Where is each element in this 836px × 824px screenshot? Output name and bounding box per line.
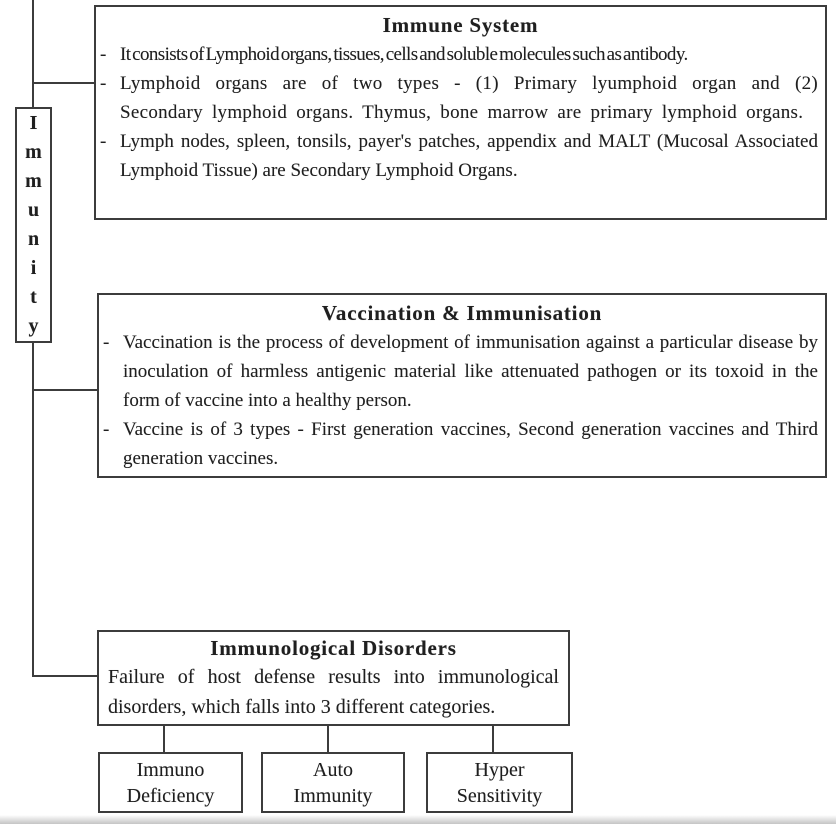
vaccination-title: Vaccination & Immunisation — [321, 301, 603, 325]
immunity-letter: m — [25, 170, 42, 192]
immunity-letter: I — [29, 112, 38, 134]
immunity-letter: n — [27, 228, 40, 250]
vaccination-bullet: - Vaccination is the process of developm… — [103, 328, 818, 415]
connector-immune-horizontal — [32, 82, 94, 84]
connector-vaccination-horizontal — [32, 389, 97, 391]
hyper-sensitivity-box: Hyper Sensitivity — [426, 752, 573, 813]
immune-system-box: Immune System - It consists of Lymphoid … — [94, 5, 827, 220]
immune-system-bullet-text: Lymph nodes, spleen, tonsils, payer's pa… — [120, 131, 818, 181]
category-label-line: Immunity — [293, 784, 373, 807]
immunological-disorders-box: Immunological Disorders Failure of host … — [97, 630, 570, 726]
category-label-line: Auto — [313, 758, 353, 781]
immune-system-bullet: - Lymphoid organs are of two types - (1)… — [100, 69, 818, 127]
immunity-letter: y — [28, 315, 39, 337]
connector-category-3 — [492, 725, 494, 753]
immunity-box: I m m u n i t y — [15, 107, 52, 343]
connector-category-1 — [163, 725, 165, 753]
immune-system-bullet-text: Lymphoid organs are of two types - (1) P… — [120, 73, 818, 123]
page-bottom-edge — [0, 815, 836, 824]
bullet-dash: - — [103, 332, 110, 353]
immuno-deficiency-box: Immuno Deficiency — [98, 752, 243, 813]
category-label-line: Hyper — [474, 758, 525, 781]
bullet-dash: - — [100, 44, 107, 65]
immune-system-bullet: - It consists of Lymphoid organs, tissue… — [100, 40, 818, 69]
connector-top-vertical — [32, 0, 34, 107]
bullet-dash: - — [100, 73, 107, 94]
immunological-disorders-title: Immunological Disorders — [210, 636, 457, 660]
immunity-letter: i — [30, 257, 37, 279]
connector-disorders-horizontal — [32, 675, 97, 677]
immune-system-bullet-text: It consists of Lymphoid organs, tissues,… — [120, 44, 688, 65]
category-label-line: Deficiency — [126, 784, 215, 807]
bullet-dash: - — [100, 131, 107, 152]
connector-mid-vertical — [32, 343, 34, 677]
vaccination-box: Vaccination & Immunisation - Vaccination… — [97, 293, 827, 478]
connector-category-2 — [327, 725, 329, 753]
immunity-letter: t — [30, 286, 37, 308]
immunity-letter: m — [25, 141, 42, 163]
immunological-disorders-text: Failure of host defense results into imm… — [108, 666, 559, 718]
vaccination-bullet-text: Vaccine is of 3 types - First generation… — [123, 419, 818, 469]
bullet-dash: - — [103, 419, 110, 440]
auto-immunity-box: Auto Immunity — [261, 752, 405, 813]
immune-system-title: Immune System — [382, 13, 539, 37]
category-label-line: Immuno — [136, 758, 205, 781]
immune-system-bullet: - Lymph nodes, spleen, tonsils, payer's … — [100, 127, 818, 185]
category-label-line: Sensitivity — [456, 784, 543, 807]
vaccination-bullet: - Vaccine is of 3 types - First generati… — [103, 415, 818, 473]
immunity-letter: u — [27, 199, 40, 221]
vaccination-bullet-text: Vaccination is the process of developmen… — [123, 332, 818, 411]
